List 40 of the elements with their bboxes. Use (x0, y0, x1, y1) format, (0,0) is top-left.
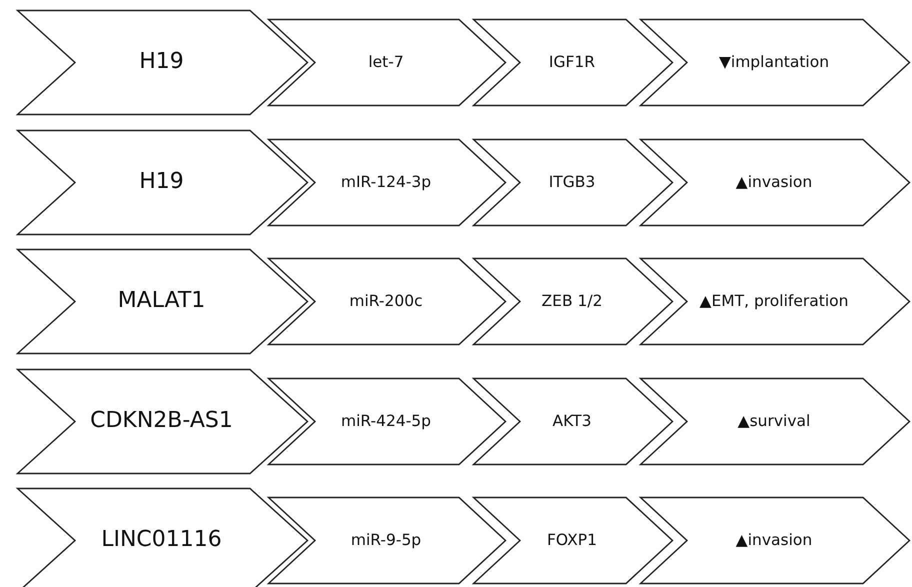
step-label: ▲invasion (736, 172, 812, 192)
step-label: H19 (139, 168, 184, 196)
chevron-step (268, 258, 506, 345)
step-label: ▼implantation (718, 53, 830, 72)
chevron-step (640, 378, 910, 464)
chevron-step (268, 138, 506, 226)
step-label: IGF1R (548, 53, 596, 72)
step-label: miR-424-5p (340, 412, 432, 430)
step-label: ▲survival (738, 412, 810, 430)
chevron-step (473, 19, 673, 106)
chevron-step (268, 497, 506, 584)
chevron-step (17, 488, 308, 587)
step-label: H19 (139, 49, 184, 76)
chevron-step (268, 378, 506, 464)
step-label: CDKN2B-AS1 (90, 408, 233, 434)
chevron-step (640, 138, 910, 226)
chevron-step (473, 258, 673, 345)
chevron-step (473, 378, 673, 464)
chevron-step (640, 258, 910, 345)
step-label: ▲EMT, proliferation (700, 292, 848, 311)
step-label: mIR-124-3p (340, 172, 432, 192)
chevron-step (17, 249, 308, 354)
chevron-step (17, 10, 308, 115)
step-label: AKT3 (552, 412, 592, 430)
chevron-step (640, 19, 910, 106)
chevron-step (473, 497, 673, 584)
chevron-step (473, 138, 673, 226)
chevron-step (17, 130, 308, 234)
step-label: ▲invasion (736, 531, 812, 550)
chevron-step (17, 368, 308, 474)
chevron-step (268, 19, 506, 106)
step-label: MALAT1 (118, 288, 206, 315)
step-label: LINC01116 (101, 527, 222, 554)
step-label: ZEB 1/2 (542, 292, 602, 311)
chevron-step (640, 497, 910, 584)
step-label: let-7 (368, 53, 404, 72)
step-label: miR-200c (349, 292, 423, 311)
step-label: miR-9-5p (350, 531, 422, 550)
step-label: ITGB3 (548, 172, 596, 192)
step-label: FOXP1 (547, 531, 597, 550)
